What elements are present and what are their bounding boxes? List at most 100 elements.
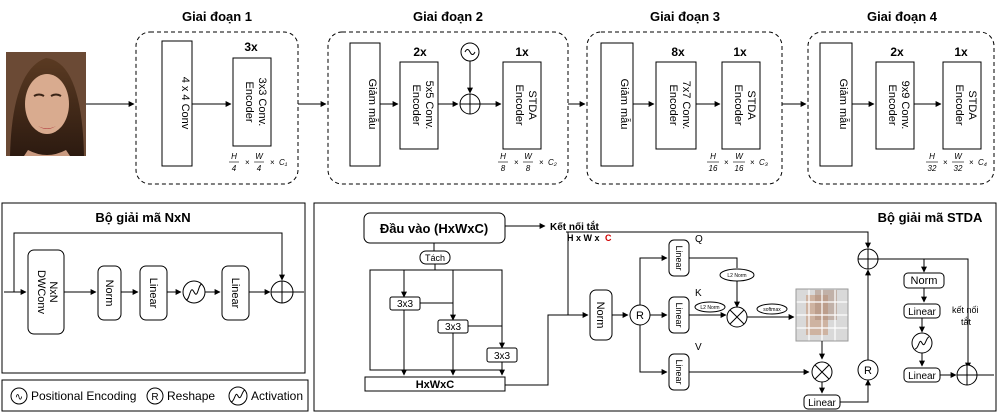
stage-1-frame xyxy=(135,31,299,185)
stage-2-title: Giai đoạn 2 xyxy=(413,9,483,24)
stage-2-dim-w-den: 8 xyxy=(526,164,531,173)
stage-3-conv-encoder-block xyxy=(655,61,697,150)
stage-1-encoder-line2: Encoder xyxy=(243,82,255,123)
stage-1-encoder-block xyxy=(232,57,272,147)
nxn-skip-connection xyxy=(13,232,285,292)
stage-4-stda-block xyxy=(942,61,982,150)
stage-2: Giai đoạn 2 Giảm mẫu 2x 5x5 Conv. Encode… xyxy=(327,9,569,185)
stage-4-dim-w-num: W xyxy=(954,152,963,161)
stda-concat-block xyxy=(364,376,506,392)
stage-1: Giai đoạn 1 4 x 4 Conv 3x 3x3 Conv. Enco… xyxy=(135,9,299,185)
nxn-norm-label: Norm xyxy=(103,280,115,307)
stage-3-stda-line1: STDA xyxy=(745,90,757,120)
stda-reshape-out-label: R xyxy=(864,365,872,377)
stage-3-dim-h-num: H xyxy=(710,152,716,161)
stda-concat-label: HxWxC xyxy=(416,379,455,391)
stage-4-multiplier-b: 1x xyxy=(954,45,968,59)
svg-text:×: × xyxy=(514,158,519,167)
stage-3-multiplier-a: 8x xyxy=(671,45,685,59)
svg-text:×: × xyxy=(750,158,755,167)
stage-2-conv-line1: 5x5 Conv. xyxy=(423,81,435,130)
stda-reshape-mid-label: R xyxy=(636,310,644,322)
stda-softmax-block xyxy=(756,303,788,315)
svg-text:×: × xyxy=(245,158,250,167)
svg-text:×: × xyxy=(539,158,544,167)
stda-decoder-frame xyxy=(313,202,997,412)
stage-2-conv-line2: Encoder xyxy=(410,85,422,126)
stage-3-downsample-block xyxy=(600,42,634,167)
stage-2-multiplier-b: 1x xyxy=(515,45,529,59)
stda-linear-v-label: Linear xyxy=(674,359,684,384)
nxn-decoder: Bộ giải mã NxN NxN DWConv Norm Linear Li… xyxy=(1,202,306,374)
stage-4-stda-line2: Encoder xyxy=(953,85,965,126)
stda-attention-map xyxy=(795,288,849,342)
stda-conv-a-label: 3x3 xyxy=(397,299,414,310)
legend-act-label: Activation xyxy=(251,389,303,403)
stda-k-label: K xyxy=(695,288,702,299)
legend: ∿ Positional Encoding R Reshape Activati… xyxy=(1,379,309,412)
stage-1-dim-w-den: 4 xyxy=(257,164,262,173)
stage-1-title: Giai đoạn 1 xyxy=(182,9,252,24)
stage-1-conv-block xyxy=(161,40,193,167)
svg-text:×: × xyxy=(969,158,974,167)
stda-split-label: Tách xyxy=(425,253,445,263)
nxn-dwconv-line2: DWConv xyxy=(35,270,47,315)
legend-frame xyxy=(1,379,309,412)
legend-positional-encoding-icon xyxy=(10,387,28,405)
stda-skip-top-label: Kết nối tắt xyxy=(550,220,600,233)
stage-2-dim-h-den: 8 xyxy=(501,164,506,173)
stage-2-downsample-label: Giảm mẫu xyxy=(366,79,379,130)
stage-4: Giai đoạn 4 Giảm mẫu 2x 9x9 Conv. Encode… xyxy=(807,9,995,185)
stage-1-dim-h-num: H xyxy=(231,152,237,161)
legend-reshape-icon xyxy=(146,387,164,405)
stage-3-multiplier-b: 1x xyxy=(733,45,747,59)
stage-2-stda-block xyxy=(502,61,542,150)
stage-4-conv-line2: Encoder xyxy=(886,85,898,126)
stda-l2norm-q-label: L2 Norm xyxy=(727,273,746,279)
stage-1-multiplier: 3x xyxy=(244,40,258,54)
stage-2-stda-line1: STDA xyxy=(526,90,538,120)
stda-skip-right-line2: tắt xyxy=(961,317,972,327)
stage-1-dim-w-num: W xyxy=(255,152,264,161)
stage-4-title: Giai đoạn 4 xyxy=(867,9,938,24)
stda-dims-prefix: H x W x xyxy=(567,233,600,243)
stda-norm-mid-label: Norm xyxy=(594,302,606,329)
stage-4-downsample-block xyxy=(819,42,853,167)
stage-3-stda-block xyxy=(721,61,761,150)
stage-2-dim-h-num: H xyxy=(500,152,506,161)
stage-3-dims: H 16 × W 16 × C₃ xyxy=(707,152,768,173)
stda-conv-b-label: 3x3 xyxy=(445,322,462,333)
stda-l2norm-k-block xyxy=(694,301,726,313)
legend-pe-label: Positional Encoding xyxy=(31,389,136,403)
stda-linear-r2-label: Linear xyxy=(908,371,936,382)
stage-3-stda-line2: Encoder xyxy=(732,85,744,126)
stage-4-dim-h-den: 32 xyxy=(928,164,937,173)
stage-4-multiplier-a: 2x xyxy=(890,45,904,59)
stage-3-dim-w-den: 16 xyxy=(735,164,744,173)
nxn-norm-block xyxy=(97,265,122,321)
stda-input-label: Đầu vào (HxWxC) xyxy=(380,221,488,236)
stda-dims-c: C xyxy=(605,233,612,243)
stage-2-frame xyxy=(327,31,569,185)
stage-2-stda-line2: Encoder xyxy=(513,85,525,126)
stage-4-dim-h-num: H xyxy=(929,152,935,161)
stage-2-downsample-block xyxy=(349,42,381,167)
svg-text:×: × xyxy=(270,158,275,167)
stage-3-conv-line2: Encoder xyxy=(667,85,679,126)
stage-3-conv-line1: 7x7 Conv. xyxy=(680,81,692,130)
nxn-linear1-label: Linear xyxy=(147,278,159,309)
nxn-decoder-title: Bộ giải mã NxN xyxy=(95,210,190,225)
stage-2-conv-encoder-block xyxy=(399,61,439,150)
stage-3-dim-h-den: 16 xyxy=(709,164,718,173)
nxn-dwconv-line1: NxN xyxy=(47,281,59,302)
stda-linear-q-label: Linear xyxy=(674,245,684,270)
stda-norm-right-label: Norm xyxy=(911,275,938,287)
stage-4-stda-line1: STDA xyxy=(966,90,978,120)
stage-4-dim-w-den: 32 xyxy=(954,164,963,173)
stage-1-dim-h-den: 4 xyxy=(232,164,237,173)
nxn-linear1-block xyxy=(139,265,168,321)
stage-1-encoder-line1: 3x3 Conv. xyxy=(256,78,268,127)
stage-2-dim-w-num: W xyxy=(524,152,533,161)
stage-3: Giai đoạn 3 Giảm mẫu 8x 7x7 Conv. Encode… xyxy=(586,9,783,185)
